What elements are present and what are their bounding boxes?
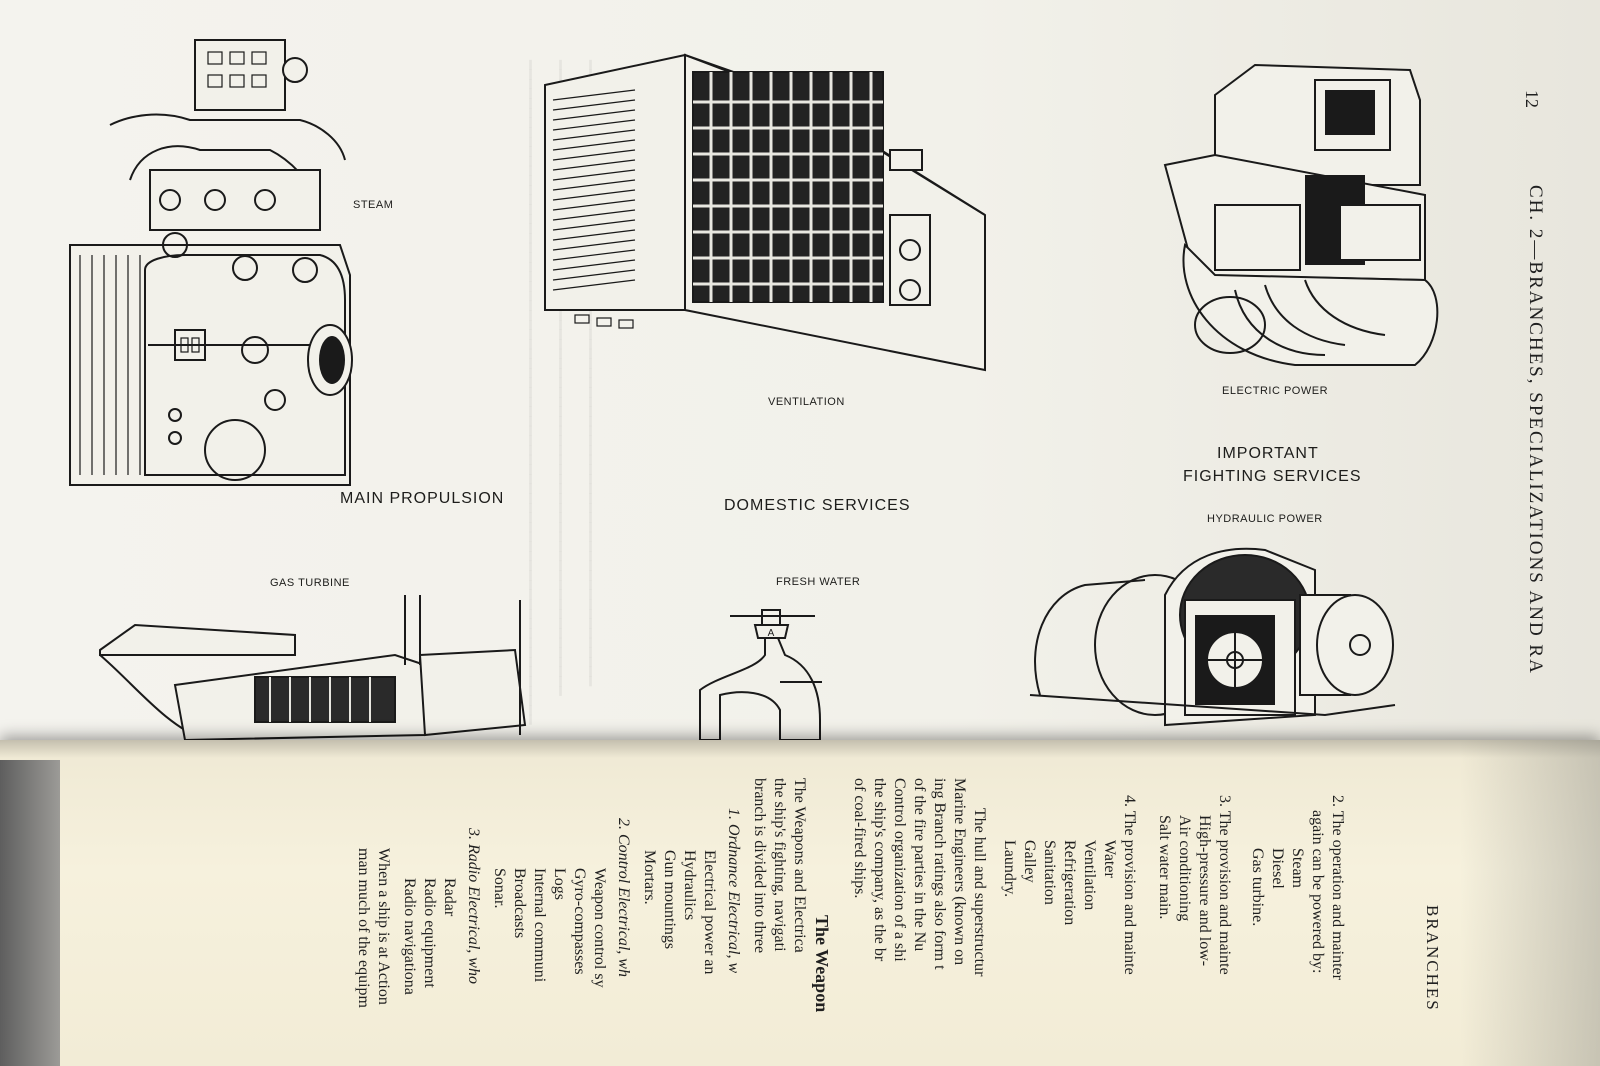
caption-steam: STEAM [353, 199, 394, 211]
body-line: the ship's fighting, navigati [771, 778, 788, 952]
body-line: Radar [441, 878, 458, 917]
page-number: 12 [1522, 90, 1542, 108]
body-line: 2. The operation and mainter [1329, 795, 1346, 980]
body-line: Control organization of a shi [891, 778, 908, 962]
body-line: Marine Engineers (known on [951, 778, 968, 966]
body-line: Electrical power an [701, 850, 718, 975]
body-line: Radio equipment [421, 878, 438, 988]
electric-generator-illustration [1163, 63, 1439, 366]
gas-turbine-illustration [99, 595, 527, 742]
body-line: 4. The provision and mainte [1121, 795, 1138, 975]
body-line: The Weapons and Electrica [791, 778, 808, 953]
caption-fighting-services: FIGHTING SERVICES [1183, 468, 1362, 485]
body-line: Laundry. [1001, 840, 1018, 898]
body-line: Salt water main. [1156, 815, 1173, 920]
body-line: Gas turbine. [1249, 848, 1266, 927]
caption-ventilation: VENTILATION [768, 396, 845, 408]
steam-boiler-illustration [69, 39, 353, 486]
body-line: Broadcasts [511, 868, 528, 939]
body-line: of the fire parties in the Nu [911, 778, 928, 952]
svg-text:A: A [768, 628, 775, 639]
body-line: again can be powered by: [1309, 810, 1326, 974]
body-line: Air conditioning [1176, 815, 1193, 922]
caption-electric-power: ELECTRIC POWER [1222, 385, 1329, 397]
body-line: 2. Control Electrical, wh [615, 818, 632, 977]
body-line: 1. Ordnance Electrical, w [725, 808, 742, 974]
body-line: Gyro-compasses [571, 868, 588, 975]
page-edge-shading [1460, 740, 1600, 1066]
body-line-heading: BRANCHES [1423, 905, 1442, 1012]
body-line: branch is divided into three [751, 778, 768, 954]
running-head: CH. 2—BRANCHES, SPECIALIZATIONS AND RA [1525, 185, 1546, 675]
body-line: Weapon control sy [591, 868, 608, 988]
bottom-book-page [0, 740, 1600, 1066]
body-line: Mortars. [641, 850, 658, 905]
body-line: 3. Radio Electrical, who [465, 828, 482, 984]
caption-hydraulic-power: HYDRAULIC POWER [1207, 513, 1323, 525]
body-line: Sanitation [1041, 840, 1058, 905]
body-line: Internal communi [531, 868, 548, 983]
body-line: Galley [1021, 840, 1038, 883]
body-line: of coal-fired ships. [851, 778, 868, 899]
body-line: the ship's company, as the br [871, 778, 888, 962]
caption-important: IMPORTANT [1217, 445, 1319, 462]
body-line: Gun mountings [661, 850, 678, 950]
body-line: Hydraulics [681, 850, 698, 921]
body-line: ing Branch ratings also form t [931, 778, 948, 970]
caption-gas-turbine: GAS TURBINE [270, 577, 350, 589]
body-line: Water [1101, 840, 1118, 878]
fresh-water-tap-illustration: A [699, 609, 822, 741]
body-line: High-pressure and low- [1196, 815, 1213, 967]
body-line: Refrigeration [1061, 840, 1078, 926]
body-line: When a ship is at Action [375, 848, 392, 1005]
page-edge-shadow [0, 760, 60, 1066]
page-fold-shadow [0, 740, 1600, 758]
body-line: Logs [551, 868, 568, 900]
body-line: Steam [1289, 848, 1306, 888]
body-line: Ventilation [1081, 840, 1098, 911]
caption-main-propulsion: MAIN PROPULSION [340, 490, 505, 507]
caption-fresh-water: FRESH WATER [776, 576, 861, 588]
ventilation-unit-illustration [544, 53, 986, 372]
body-line: Radio navigationa [401, 878, 418, 995]
caption-domestic-services: DOMESTIC SERVICES [724, 497, 911, 514]
hydraulic-power-illustration [1029, 547, 1396, 727]
body-line: Sonar. [491, 868, 508, 909]
body-line: man much of the equipm [355, 848, 372, 1008]
body-line: The hull and superstructur [971, 808, 988, 977]
body-line: Diesel [1269, 848, 1286, 889]
body-line: 3. The provision and mainte [1216, 795, 1233, 975]
section-heading: The Weapon [812, 915, 832, 1013]
